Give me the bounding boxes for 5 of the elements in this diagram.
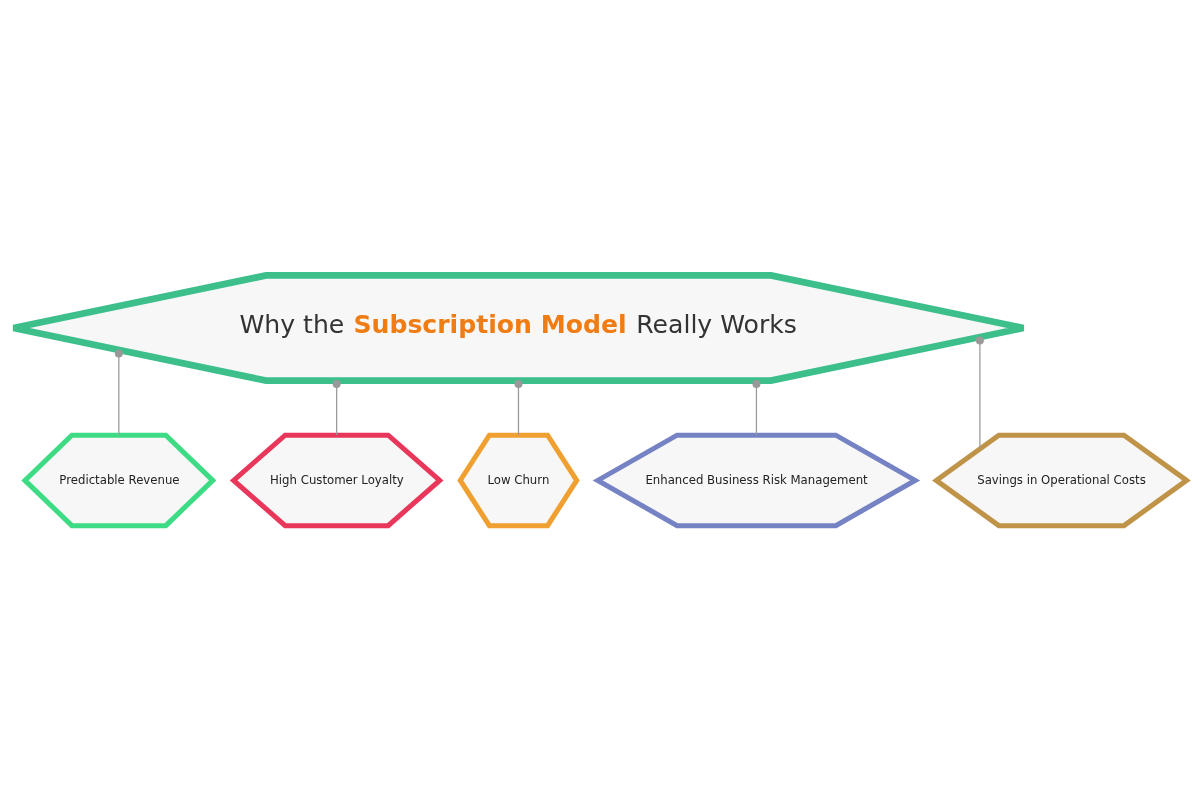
connector [975, 335, 984, 449]
connector [114, 349, 123, 436]
connector [514, 379, 523, 436]
connector [752, 379, 761, 436]
connector [332, 379, 341, 436]
